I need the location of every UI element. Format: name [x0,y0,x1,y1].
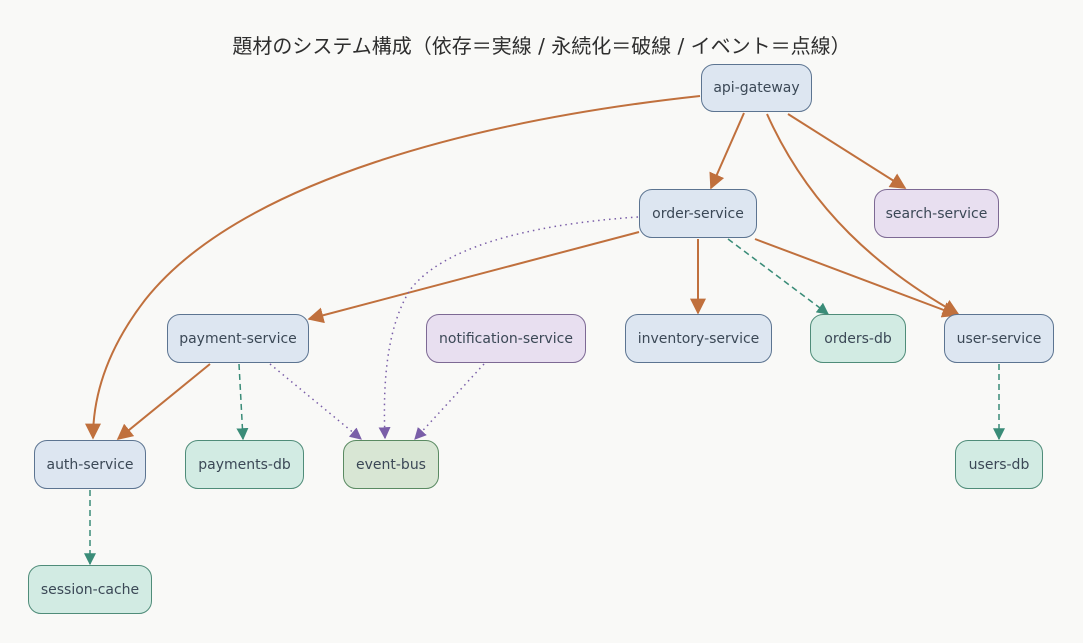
edge-api-gateway-to-order-service [709,112,745,190]
edge-api-gateway-to-search-service [787,113,907,189]
node-order-service[interactable]: order-service [639,189,757,238]
edge-api-gateway-to-user-service [766,113,960,315]
node-search-service[interactable]: search-service [874,189,999,238]
node-auth-service[interactable]: auth-service [34,440,146,489]
node-api-gateway[interactable]: api-gateway [701,64,812,112]
edge-api-gateway-to-auth-service [85,95,701,440]
node-users-db[interactable]: users-db [955,440,1043,489]
edge-payment-service-to-payments-db [236,363,249,441]
node-user-service[interactable]: user-service [944,314,1054,363]
edge-payment-service-to-event-bus [269,363,362,440]
node-session-cache[interactable]: session-cache [28,565,152,614]
node-payments-db[interactable]: payments-db [185,440,304,489]
node-orders-db[interactable]: orders-db [810,314,906,363]
node-event-bus[interactable]: event-bus [343,440,439,489]
edge-payment-service-to-auth-service [116,363,211,441]
node-payment-service[interactable]: payment-service [167,314,309,363]
edge-order-service-to-user-service [754,238,959,318]
node-notification-service[interactable]: notification-service [426,314,586,363]
diagram-title: 題材のシステム構成（依存＝実線 / 永続化＝破線 / イベント＝点線） [232,34,851,58]
edge-order-service-to-orders-db [727,238,829,315]
edge-notification-service-to-event-bus [414,363,485,440]
node-inventory-service[interactable]: inventory-service [625,314,772,363]
edge-order-service-to-payment-service [307,231,640,324]
